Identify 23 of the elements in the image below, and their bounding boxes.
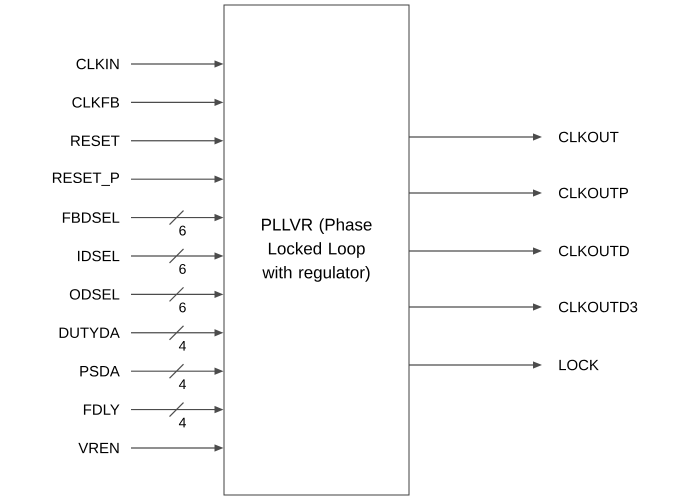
pin-label: CLKOUT [558,132,618,142]
block-box: PLLVR (Phase Locked Loop with regulator) [224,4,410,496]
bus-width-label: 6 [178,302,187,313]
bus-width-label: 4 [178,340,187,352]
bus-width-label: 6 [178,264,187,274]
pin-label: DUTYDA [60,328,120,338]
bus-width-label: 4 [178,417,187,428]
pin-label: PSDA [80,366,120,376]
pin-label: VREN [78,442,119,454]
pin-label: FBDSEL [62,212,120,223]
pin-label: ODSEL [70,289,120,300]
pin-label: CLKOUTP [558,188,628,198]
pin-label: IDSEL [78,250,120,262]
pin-label: CLKFB [72,97,120,108]
pin-label: CLKIN [76,58,119,70]
pin-label: CLKOUTD [558,246,629,256]
pin-label: LOCK [559,360,599,370]
pin-label: FDLY [84,404,120,415]
pin-label: CLKOUTD3 [558,302,638,312]
pin-label: RESET [71,136,120,146]
bus-width-label: 6 [178,225,187,236]
pin-label: RESET_P [52,172,120,186]
bus-width-label: 4 [178,378,187,390]
